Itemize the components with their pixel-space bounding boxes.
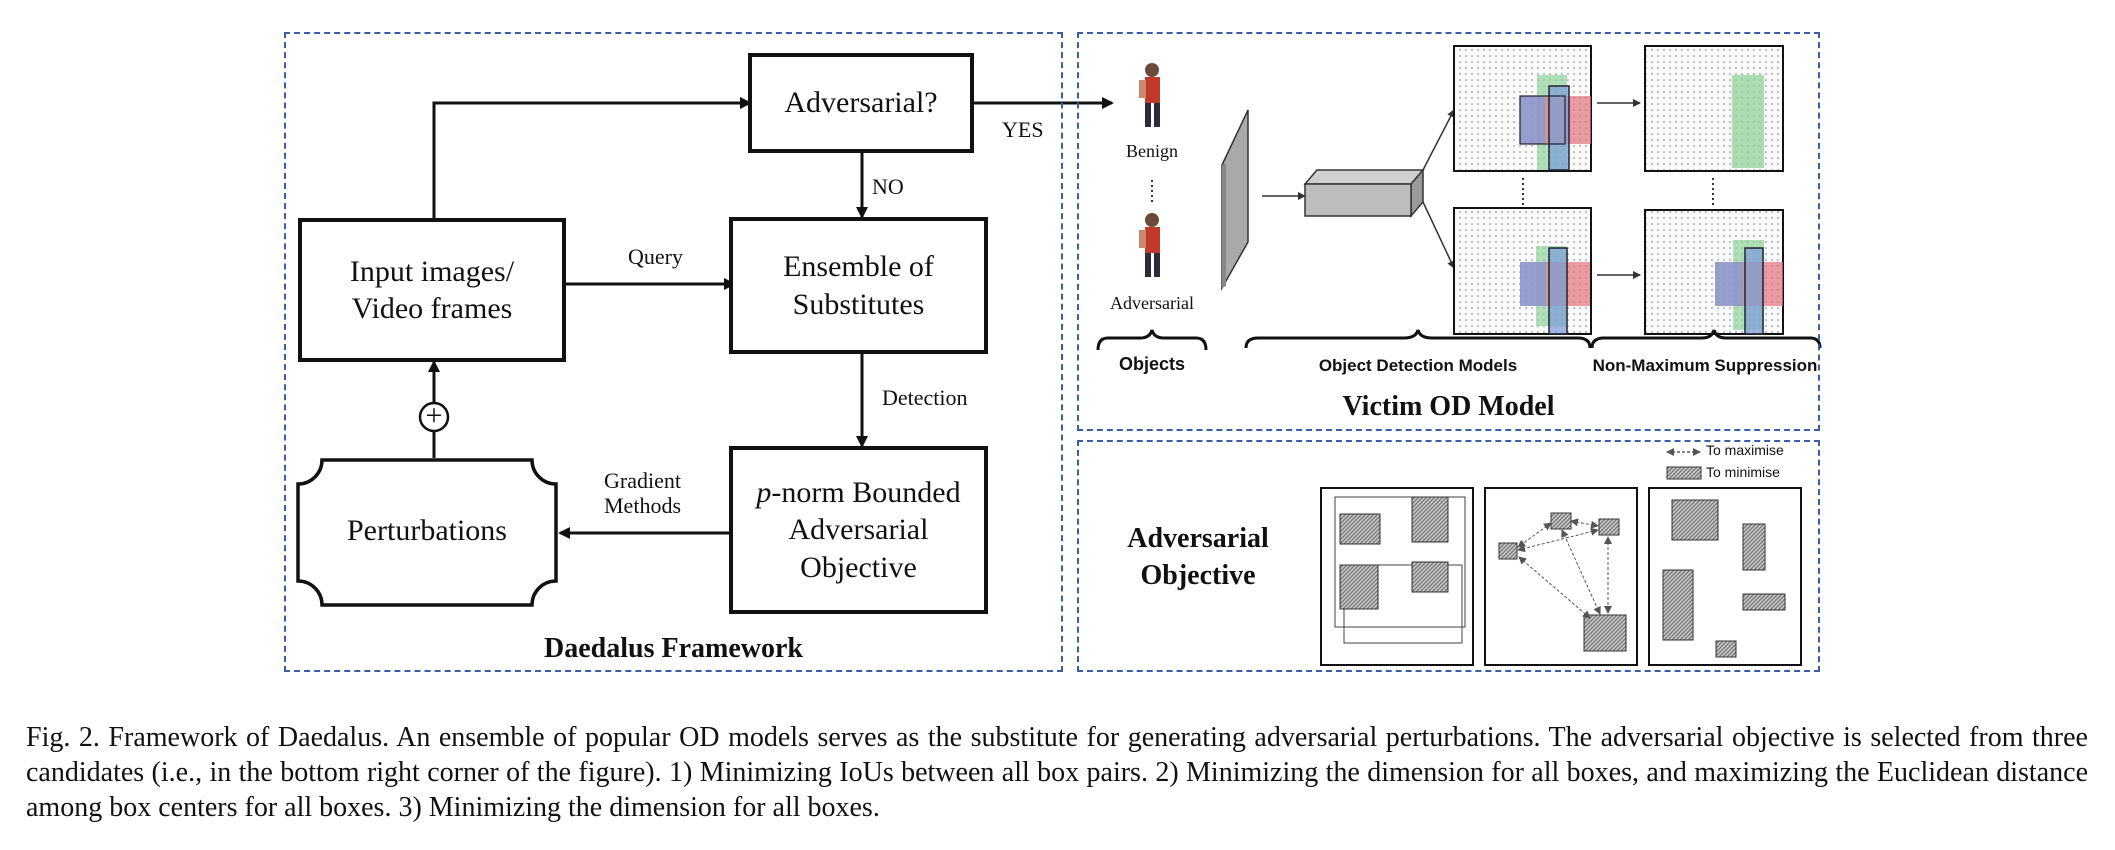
objective-title: Adversarial Objective (1127, 523, 1269, 591)
plus-symbol: + (425, 399, 443, 432)
brace-od-models (1244, 329, 1592, 349)
perturbations-label: Perturbations (347, 514, 507, 547)
objective-node: p-norm Bounded Adversarial Objective (729, 446, 988, 614)
perturbations-shape (296, 458, 558, 607)
figure-caption: Fig. 2. Framework of Daedalus. An ensemb… (26, 722, 2088, 823)
victim-illustration (1096, 45, 1822, 351)
benign-label: Benign (1126, 141, 1178, 161)
gradient-methods-label: Gradient Methods (604, 468, 681, 519)
victim-title: Victim OD Model (1342, 391, 1555, 422)
nms-label: Non-Maximum Suppression (1592, 356, 1818, 375)
legend-minimise-label: To minimise (1706, 464, 1780, 480)
yes-label: YES (1002, 117, 1044, 142)
plus-circle (418, 401, 450, 433)
framework-title: Daedalus Framework (544, 633, 803, 664)
objective-italic-p: p (756, 475, 772, 509)
brace-objects (1096, 329, 1208, 351)
objective-panel (1077, 440, 1820, 672)
edge-input-to-adversarial (432, 97, 752, 218)
objective-illustrations (1320, 448, 1802, 666)
framework-panel (284, 32, 1063, 672)
ensemble-node: Ensemble of Substitutes (729, 217, 988, 354)
input-node: Input images/ Video frames (298, 218, 566, 362)
legend-minimise-swatch (1666, 466, 1702, 480)
objective-node-label: -norm Bounded Adversarial Objective (771, 475, 961, 584)
detection-label: Detection (882, 385, 968, 410)
adversarial-person-icon (1139, 213, 1160, 277)
no-label: NO (872, 174, 904, 199)
adversarial-label: Adversarial (1110, 293, 1194, 313)
objects-label: Objects (1118, 354, 1186, 374)
legend-maximise-label: To maximise (1706, 442, 1784, 458)
query-label: Query (628, 244, 683, 269)
od-models-label: Object Detection Models (1318, 356, 1518, 375)
brace-nms (1590, 329, 1822, 349)
victim-panel (1077, 32, 1820, 431)
benign-person-icon (1139, 63, 1160, 127)
adversarial-check-node: Adversarial? (748, 53, 974, 153)
